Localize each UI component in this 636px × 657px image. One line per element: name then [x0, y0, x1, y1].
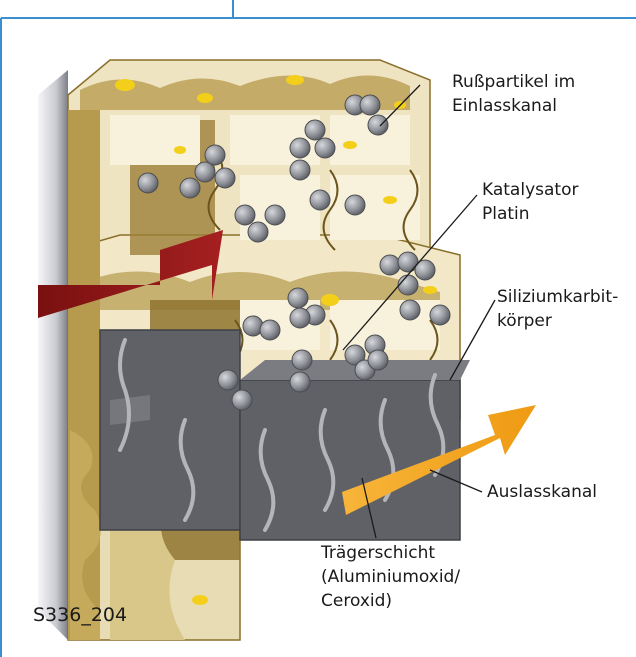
label-soot-line-1: Rußpartikel im — [452, 70, 575, 94]
label-outlet-channel: Auslasskanal — [487, 480, 597, 504]
figure-code: S336_204 — [33, 604, 127, 626]
label-catalyst-platinum: Katalysator Platin — [482, 178, 578, 226]
label-carrier-line-2: (Aluminiumoxid/ — [321, 565, 460, 589]
label-sic-line-2: körper — [497, 309, 618, 333]
label-outlet-line-1: Auslasskanal — [487, 480, 597, 504]
label-catalyst-line-2: Platin — [482, 202, 578, 226]
label-silicon-carbide: Siliziumkarbit- körper — [497, 285, 618, 333]
label-sic-line-1: Siliziumkarbit- — [497, 285, 618, 309]
label-carrier-line-3: Ceroxid) — [321, 589, 460, 613]
label-soot-line-2: Einlasskanal — [452, 94, 575, 118]
silicon-carbide-block — [100, 330, 470, 540]
filter-side-wall — [38, 70, 68, 640]
label-catalyst-line-1: Katalysator — [482, 178, 578, 202]
label-carrier-layer: Trägerschicht (Aluminiumoxid/ Ceroxid) — [321, 541, 460, 613]
label-soot-particles: Rußpartikel im Einlasskanal — [452, 70, 575, 118]
label-carrier-line-1: Trägerschicht — [321, 541, 460, 565]
